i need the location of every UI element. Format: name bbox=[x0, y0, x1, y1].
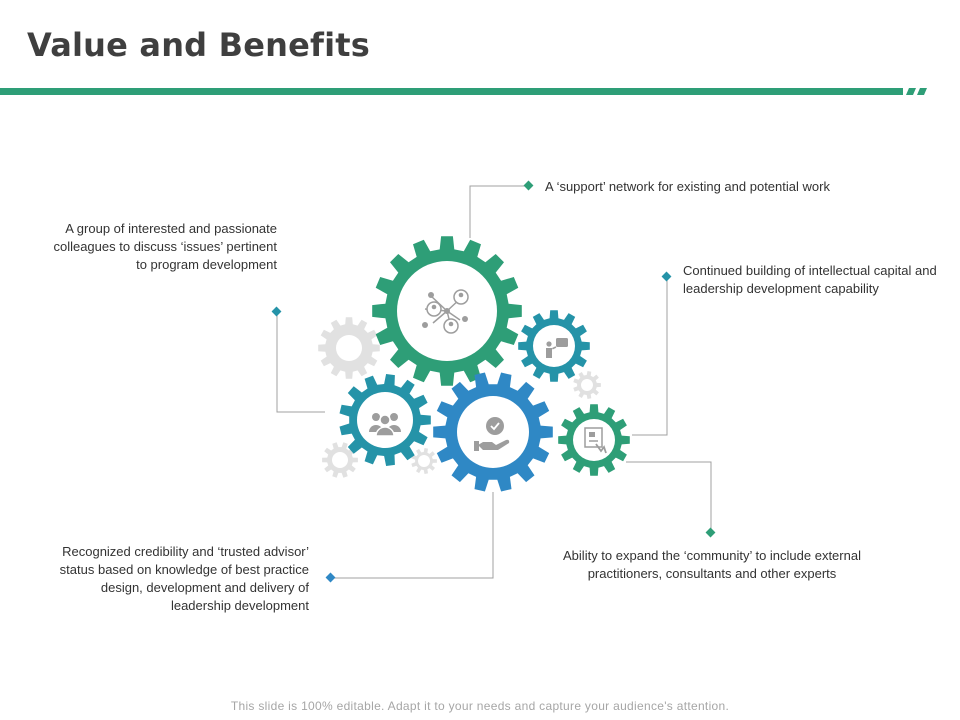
trust-badge-icon bbox=[474, 417, 510, 451]
connector-community bbox=[626, 461, 712, 530]
diamond-markers bbox=[271, 180, 716, 583]
decorative-gear bbox=[573, 371, 601, 399]
decorative-gear bbox=[322, 442, 358, 478]
group-icon bbox=[369, 413, 401, 437]
diamond-marker bbox=[523, 180, 534, 191]
benefit-text-group: A group of interested and passionate col… bbox=[53, 221, 277, 272]
connector-lines bbox=[276, 185, 712, 579]
connector-group bbox=[276, 315, 325, 413]
diamond-marker bbox=[705, 527, 716, 538]
benefit-text-community: Ability to expand the ‘community’ to inc… bbox=[563, 548, 861, 581]
benefit-text-credibility: Recognized credibility and ‘trusted advi… bbox=[59, 544, 309, 613]
benefit-text-intellectual-capital: Continued building of intellectual capit… bbox=[683, 263, 937, 296]
network-icon bbox=[422, 289, 469, 334]
presenter-icon bbox=[546, 338, 568, 358]
gear-presenter bbox=[518, 310, 590, 382]
connector-credibility bbox=[333, 492, 494, 579]
gear-certificate bbox=[558, 404, 630, 476]
gear-cluster bbox=[318, 236, 630, 492]
decorative-gear bbox=[411, 448, 437, 474]
footer-note: This slide is 100% editable. Adapt it to… bbox=[230, 699, 730, 713]
certificate-icon bbox=[584, 427, 607, 454]
decorative-gear bbox=[318, 317, 380, 379]
benefit-text-support-network: A ‘support’ network for existing and pot… bbox=[545, 179, 830, 194]
diamond-marker bbox=[271, 306, 282, 317]
diamond-marker bbox=[325, 572, 336, 583]
connector-intellectual-capital bbox=[632, 280, 668, 436]
header-rule bbox=[0, 88, 927, 95]
diamond-marker bbox=[661, 271, 672, 282]
connector-support-network bbox=[469, 185, 525, 238]
slide-title: Value and Benefits bbox=[27, 26, 371, 64]
